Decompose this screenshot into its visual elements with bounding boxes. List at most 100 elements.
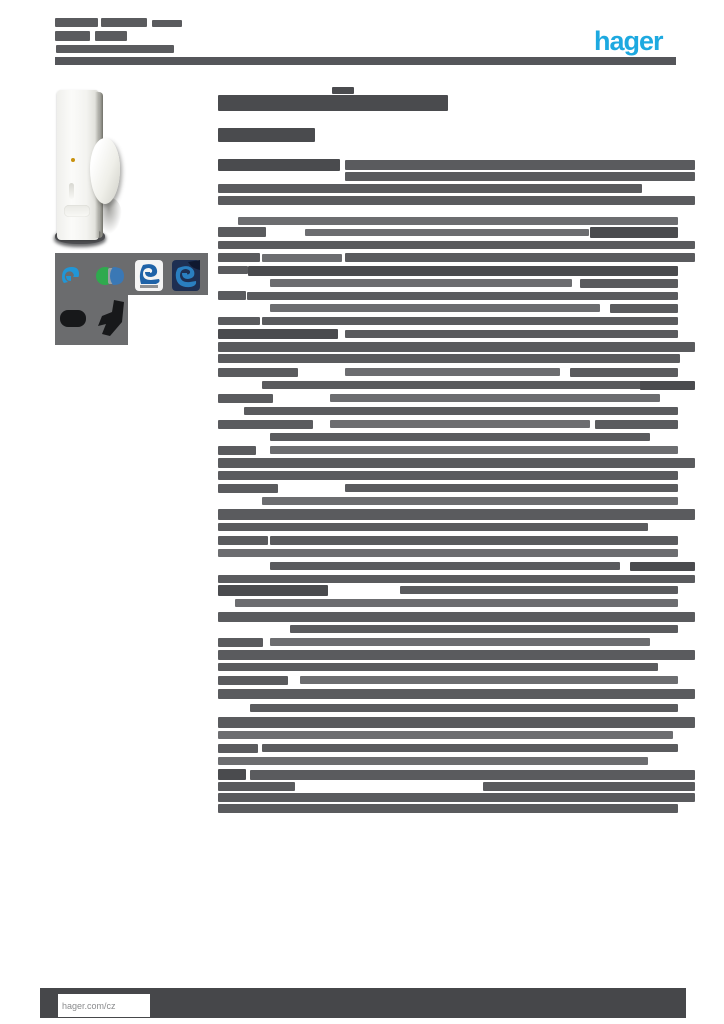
hager-logo: hager [594,26,664,56]
redacted-text [244,407,678,415]
redacted-text [570,368,678,377]
redacted-text [218,458,695,468]
sensor-led-indicator [71,158,75,162]
redacted-text [218,782,295,791]
redacted-text [218,689,695,699]
redacted-text [218,663,658,671]
logo-black-diagonal [98,300,124,336]
redacted-text [270,562,620,570]
redacted-text [218,612,695,622]
redacted-text [640,381,695,390]
redacted-text [218,420,313,429]
redacted-text [152,20,182,27]
redacted-text [345,253,695,262]
redacted-text [262,381,662,389]
redacted-text [218,368,298,377]
redacted-text [218,744,258,753]
redacted-text [238,217,678,225]
redacted-text [262,317,678,325]
header-divider [55,57,676,65]
redacted-text [218,184,642,193]
redacted-text [218,446,256,455]
redacted-text [610,304,678,313]
redacted-text [218,509,695,520]
redacted-text [218,549,678,557]
redacted-text [218,227,266,237]
redacted-text [270,304,600,312]
redacted-text [270,446,678,454]
redacted-text [270,638,650,646]
app-icon-coviva-tile [135,260,163,291]
redacted-text [218,536,268,545]
redacted-text [330,394,660,402]
redacted-text [580,279,678,288]
redacted-text [218,585,328,596]
sensor-magnet [90,138,120,204]
redacted-text [332,87,354,94]
redacted-text [218,575,695,583]
redacted-text [218,523,648,531]
redacted-text [305,229,589,236]
redacted-text [345,330,678,338]
redacted-text [483,782,695,791]
redacted-text [218,253,260,262]
navy-swirl-icon [175,260,200,288]
redacted-text [262,744,678,752]
redacted-text [590,227,678,238]
redacted-text [235,599,678,607]
redacted-text [218,650,695,660]
redacted-text [218,241,695,249]
redacted-text [345,484,678,492]
redacted-text [218,471,678,480]
redacted-text [218,95,448,111]
redacted-text [250,770,695,780]
magnet-shadow [100,198,122,234]
redacted-text [218,731,673,739]
redacted-text [270,536,678,545]
redacted-text [218,159,340,171]
redacted-text [290,625,678,633]
redacted-text [218,394,273,403]
redacted-text [56,45,174,53]
footer-url-link[interactable]: hager.com/cz [62,1000,116,1011]
redacted-text [218,266,248,274]
redacted-text [218,291,246,300]
redacted-text [218,638,263,647]
redacted-text [262,254,342,262]
redacted-text [218,317,260,325]
coviva-swirl-icon [139,264,160,288]
redacted-text [247,292,678,300]
redacted-text [218,793,695,802]
redacted-text [218,676,288,685]
redacted-text [218,329,338,339]
logo-black-oval [60,310,86,327]
redacted-text [300,676,678,684]
redacted-text [218,342,695,352]
sensor-button [64,205,90,217]
redacted-text [345,368,560,376]
redacted-text [55,31,90,41]
app-icon-blue-swirl [62,267,80,286]
redacted-text [270,433,650,441]
redacted-text [400,586,678,594]
redacted-text [218,769,246,780]
redacted-text [595,420,678,429]
redacted-text [250,704,678,712]
redacted-text [218,128,315,142]
redacted-text [248,266,678,276]
redacted-text [101,18,147,27]
footer-url-box: hager.com/cz [58,994,150,1017]
redacted-text [345,172,695,181]
app-icon-green-blue [96,267,124,285]
redacted-text [345,160,695,170]
redacted-text [95,31,127,41]
redacted-text [55,18,98,27]
sensor-slot [69,183,74,199]
redacted-text [218,354,680,363]
app-icon-navy-tile [172,260,200,291]
redacted-text [270,279,572,287]
redacted-text [218,757,648,765]
redacted-text [218,196,695,205]
redacted-text [218,804,678,813]
